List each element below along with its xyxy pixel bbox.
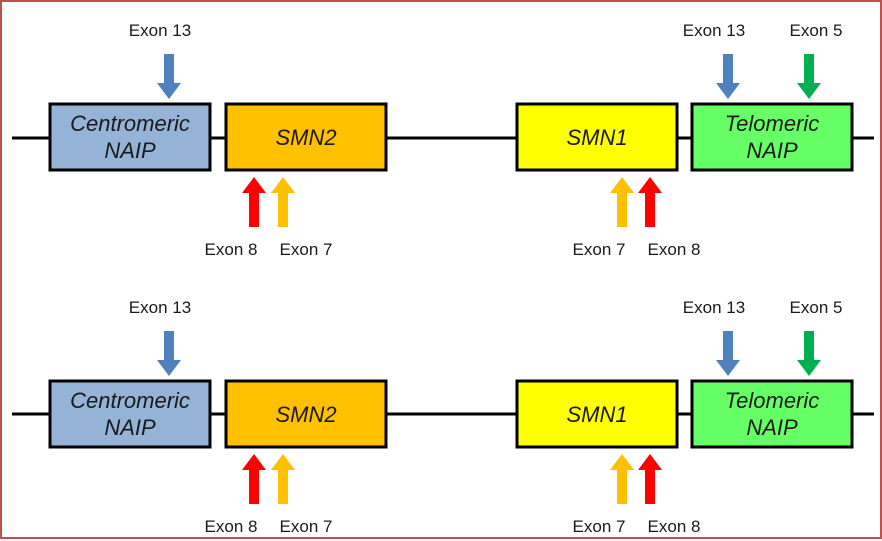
centromeric-naip-box bbox=[48, 102, 212, 172]
telomeric-naip-label-line2: NAIP bbox=[746, 138, 798, 163]
centromeric-naip-label-line2: NAIP bbox=[104, 415, 156, 440]
telomeric-naip-exon5-label: Exon 5 bbox=[790, 298, 843, 317]
smn1-exon8-label: Exon 8 bbox=[648, 240, 701, 259]
centromeric-naip-label-line1: Centromeric bbox=[70, 111, 190, 136]
telomeric-naip-exon5-arrow bbox=[797, 54, 821, 99]
smn1-label: SMN1 bbox=[566, 402, 627, 427]
smn1-exon8-arrow bbox=[638, 177, 662, 227]
centromeric-naip-label-line1: Centromeric bbox=[70, 388, 190, 413]
smn2-exon8-label: Exon 8 bbox=[205, 517, 258, 536]
telomeric-naip-label-line1: Telomeric bbox=[725, 111, 820, 136]
locus-diagram-bottom: Centromeric NAIP SMN2 SMN1 Telomeric NAI… bbox=[12, 298, 874, 536]
centromeric-naip-label-line2: NAIP bbox=[104, 138, 156, 163]
telomeric-naip-exon13-arrow bbox=[716, 54, 740, 99]
centromeric-naip-exon13-arrow bbox=[157, 54, 181, 99]
smn2-label: SMN2 bbox=[275, 402, 336, 427]
telomeric-naip-box bbox=[690, 379, 854, 449]
smn2-exon8-arrow bbox=[242, 177, 266, 227]
telomeric-naip-exon13-label: Exon 13 bbox=[683, 298, 745, 317]
telomeric-naip-label-line2: NAIP bbox=[746, 415, 798, 440]
smn2-label: SMN2 bbox=[275, 125, 336, 150]
smn2-exon8-label: Exon 8 bbox=[205, 240, 258, 259]
centromeric-naip-exon13-label: Exon 13 bbox=[129, 21, 191, 40]
smn2-box bbox=[224, 102, 388, 172]
smn1-exon7-arrow bbox=[610, 177, 634, 227]
smn2-box bbox=[224, 379, 388, 449]
telomeric-naip-exon13-label: Exon 13 bbox=[683, 21, 745, 40]
smn1-exon8-arrow bbox=[638, 454, 662, 504]
smn1-exon7-arrow bbox=[610, 454, 634, 504]
smn2-exon7-label: Exon 7 bbox=[280, 517, 333, 536]
centromeric-naip-exon13-arrow bbox=[157, 331, 181, 376]
telomeric-naip-box bbox=[690, 102, 854, 172]
telomeric-naip-exon5-label: Exon 5 bbox=[790, 21, 843, 40]
smn2-exon8-arrow bbox=[242, 454, 266, 504]
smn1-exon8-label: Exon 8 bbox=[648, 517, 701, 536]
telomeric-naip-exon13-arrow bbox=[716, 331, 740, 376]
smn1-label: SMN1 bbox=[566, 125, 627, 150]
telomeric-naip-label-line1: Telomeric bbox=[725, 388, 820, 413]
centromeric-naip-exon13-label: Exon 13 bbox=[129, 298, 191, 317]
smn1-exon7-label: Exon 7 bbox=[573, 517, 626, 536]
smn1-box bbox=[515, 102, 679, 172]
smn1-box bbox=[515, 379, 679, 449]
telomeric-naip-exon5-arrow bbox=[797, 331, 821, 376]
smn1-exon7-label: Exon 7 bbox=[573, 240, 626, 259]
smn2-exon7-arrow bbox=[271, 177, 295, 227]
centromeric-naip-box bbox=[48, 379, 212, 449]
smn2-exon7-label: Exon 7 bbox=[280, 240, 333, 259]
smn2-exon7-arrow bbox=[271, 454, 295, 504]
locus-diagram-top: Centromeric NAIP SMN2 SMN1 Telomeric NAI… bbox=[12, 21, 874, 259]
